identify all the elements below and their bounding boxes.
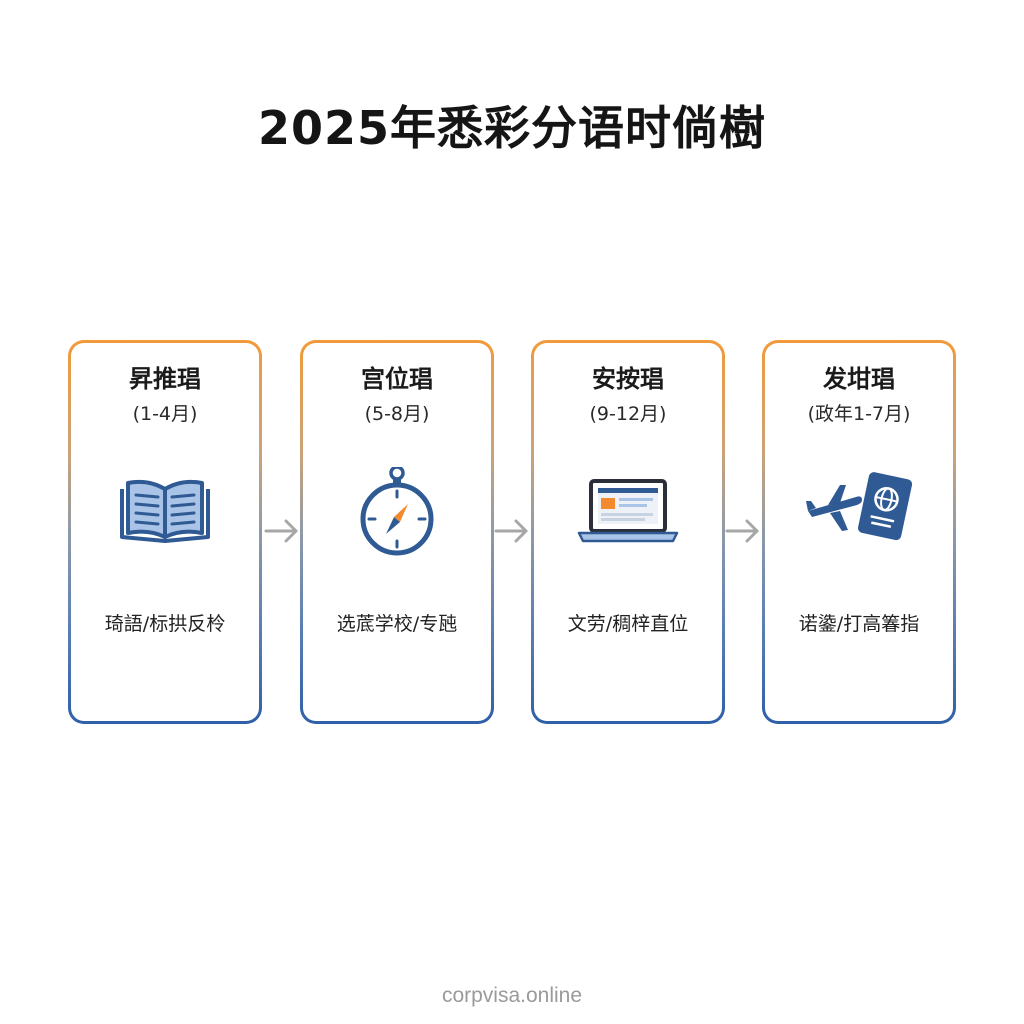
page-title: 2025年悉彩分语时倘樹 <box>257 101 767 155</box>
stage-description: 诺鍌/打高箺指 <box>798 613 920 635</box>
stage-description: 文劳/稠梓直位 <box>567 613 689 635</box>
stage-card-1: 昇推琩 (1-4月) <box>68 340 262 724</box>
arrow-right-icon <box>494 517 530 545</box>
laptop-icon <box>573 467 683 557</box>
stage-description: 琦語/标拱反柃 <box>104 613 226 635</box>
stage-title: 昇推琩 <box>129 365 201 393</box>
stage-title: 安按琩 <box>592 365 664 393</box>
stage-title: 宫位琩 <box>361 365 433 393</box>
stage-period: (政年1-7月) <box>807 403 911 425</box>
stage-card-body: 安按琩 (9-12月) 文劳/稠梓直位 <box>534 343 722 721</box>
stage-card-body: 宫位琩 (5-8月) 选菧学校/专瓲 <box>303 343 491 721</box>
stage-card-body: 发坩琩 (政年1-7月) <box>765 343 953 721</box>
stage-card-4: 发坩琩 (政年1-7月) <box>762 340 956 724</box>
airplane-passport-icon <box>804 467 914 557</box>
arrow-right-icon <box>264 517 300 545</box>
compass-icon <box>342 467 452 557</box>
stage-description: 选菧学校/专瓲 <box>336 613 458 635</box>
arrow-right-icon <box>725 517 761 545</box>
footer-watermark: corpvisa.online <box>441 984 583 1007</box>
stage-card-3: 安按琩 (9-12月) 文劳/稠梓直位 <box>531 340 725 724</box>
stage-period: (1-4月) <box>132 403 198 425</box>
stage-period: (9-12月) <box>589 403 667 425</box>
stage-title: 发坩琩 <box>823 365 895 393</box>
stage-period: (5-8月) <box>364 403 430 425</box>
stage-card-body: 昇推琩 (1-4月) <box>71 343 259 721</box>
stage-card-2: 宫位琩 (5-8月) 选菧学校/专瓲 <box>300 340 494 724</box>
open-book-icon <box>110 467 220 557</box>
